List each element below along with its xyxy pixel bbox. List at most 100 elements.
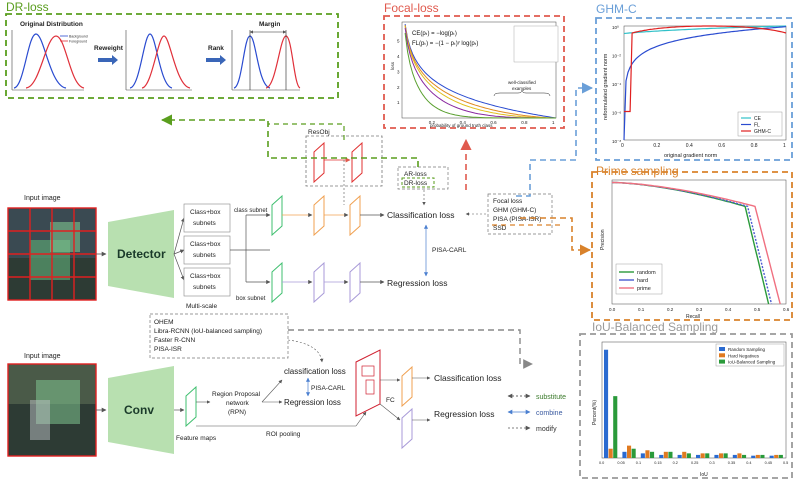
- iou-bar: [705, 453, 710, 458]
- iou-tick-label: 0.35: [728, 461, 735, 465]
- iou-bar: [751, 455, 756, 458]
- focal-tick-label: 5: [397, 39, 400, 44]
- original-distribution-plot: Background Foreground: [11, 30, 88, 91]
- input-image-label-bottom: Input image: [24, 353, 61, 360]
- prime-tick-label: 0.1: [638, 307, 645, 312]
- iou-balanced-title: IoU-Balanced Sampling: [592, 320, 718, 334]
- iou-bar: [755, 454, 760, 458]
- subnet-label: Class+box: [190, 209, 221, 216]
- detector-label: Detector: [117, 247, 166, 261]
- ghm-tick-label: 10⁻⁴: [612, 82, 621, 87]
- regression-loss-bottom: Regression loss: [434, 409, 494, 419]
- focal-tick-label: 0.6: [490, 120, 497, 125]
- prime-series-line: [612, 181, 773, 305]
- iou-bar: [714, 454, 719, 458]
- prime-sampling-title: Prime sampling: [596, 164, 679, 178]
- resobj-label: ResObj: [308, 129, 330, 136]
- iou-bar: [640, 453, 645, 458]
- ar-dr-box: [397, 166, 449, 190]
- ghm-tick-label: 10⁰: [612, 25, 619, 30]
- method-libra-rcnn: Libra-RCNN (IoU-balanced sampling): [154, 328, 262, 335]
- iou-legend-label: Random Sampling: [728, 347, 766, 352]
- prime-legend-label: hard: [637, 278, 648, 284]
- reweight-plot: [125, 30, 192, 91]
- iou-ylabel: Percent(%): [592, 400, 598, 425]
- input-image-bottom: [7, 363, 97, 457]
- dr-loss-title: DR-loss: [6, 0, 49, 14]
- iou-bar: [608, 448, 613, 458]
- reweight-label: Reweight: [94, 45, 124, 52]
- conv-label: Conv: [124, 403, 154, 417]
- focal-loss-title: Focal-loss: [384, 1, 439, 15]
- input-image-top: [7, 207, 97, 301]
- bottom-methods-box: [149, 313, 289, 359]
- iou-bar: [723, 453, 728, 458]
- iou-tick-label: 0.45: [765, 461, 772, 465]
- focal-series-line: [404, 24, 557, 119]
- iou-legend-swatch: [719, 353, 725, 358]
- prime-tick-label: 0.2: [667, 307, 674, 312]
- iou-tick-label: 0.2: [673, 461, 678, 465]
- classification-loss-top: Classification loss: [387, 210, 455, 220]
- legend-background: Background: [69, 35, 88, 39]
- box-subnet-layers: [271, 261, 385, 304]
- ghm-c-title: GHM-C: [596, 2, 637, 16]
- method-pisa: PISA (PISA-ISR): [493, 216, 541, 223]
- iou-bar: [682, 451, 687, 458]
- subnet-label: Class+box: [190, 273, 221, 280]
- ghm-tick-label: 10⁻⁸: [612, 139, 621, 144]
- subnet-label: Class+box: [190, 241, 221, 248]
- method-ssd: SSD: [493, 225, 507, 232]
- reweight-arrow-icon: [98, 55, 118, 65]
- ghm-tick-label: 0.8: [751, 143, 758, 149]
- rpn-label: Region Proposal: [212, 391, 261, 398]
- rpn-label: network: [226, 400, 250, 407]
- focal-ylabel: loss: [390, 61, 395, 70]
- focal-tick-label: 0.4: [460, 120, 467, 125]
- iou-bar: [732, 454, 737, 458]
- classification-loss-bottom: Classification loss: [434, 373, 502, 383]
- ghm-ylabel: reformulated gradient norm: [603, 53, 609, 120]
- multiscale-label: Multi-scale: [186, 303, 217, 310]
- input-image-label-top: Input image: [24, 195, 61, 202]
- iou-legend-label: IoU-Balanced Sampling: [728, 360, 776, 365]
- original-distribution-label: Original Distribution: [20, 21, 83, 28]
- pisa-carl-top: PISA-CARL: [432, 247, 467, 254]
- prime-ylabel: Precision: [600, 229, 606, 250]
- iou-bar: [700, 453, 705, 458]
- iou-legend-box: [715, 343, 785, 367]
- ghm-tick-label: 0: [621, 143, 624, 149]
- prime-tick-label: 0.3: [696, 307, 703, 312]
- focal-series-line: [404, 25, 557, 119]
- classification-loss-small: classification loss: [284, 367, 346, 376]
- top-pipeline: Input image Detector Class+box subnets C: [7, 129, 553, 310]
- ghm-series-line: [624, 25, 787, 113]
- focal-tick-label: 4: [397, 54, 400, 59]
- iou-bar: [769, 455, 774, 458]
- dr-loss-label: DR-loss: [404, 180, 428, 187]
- rpn-label: (RPN): [228, 409, 246, 416]
- regression-loss-top: Regression loss: [387, 278, 447, 288]
- iou-tick-label: 0.5: [783, 461, 788, 465]
- conv-block: [108, 366, 174, 454]
- rank-plot: Margin: [231, 21, 301, 91]
- iou-bar: [604, 349, 609, 458]
- top-methods-box: [487, 193, 553, 235]
- iou-bar: [737, 453, 742, 458]
- examples-label: examples: [512, 86, 532, 91]
- well-classified-label: well-classified: [508, 80, 536, 85]
- subnet-boxes: Class+box subnets Class+box subnets Clas…: [183, 203, 231, 297]
- method-focal-loss: Focal loss: [493, 198, 523, 205]
- legend-foreground: Foreground: [69, 40, 87, 44]
- focal-tick-label: 2: [397, 85, 400, 90]
- iou-bar: [677, 454, 682, 458]
- focal-legend: [513, 25, 559, 63]
- ghm-legend-label: GHM-C: [754, 129, 771, 135]
- margin-label: Margin: [259, 21, 280, 28]
- iou-bar: [659, 454, 664, 458]
- iou-bar: [778, 454, 783, 458]
- prime-tick-label: 0.6: [783, 307, 790, 312]
- iou-tick-label: 0.0: [599, 461, 604, 465]
- prime-series-line: [612, 181, 781, 305]
